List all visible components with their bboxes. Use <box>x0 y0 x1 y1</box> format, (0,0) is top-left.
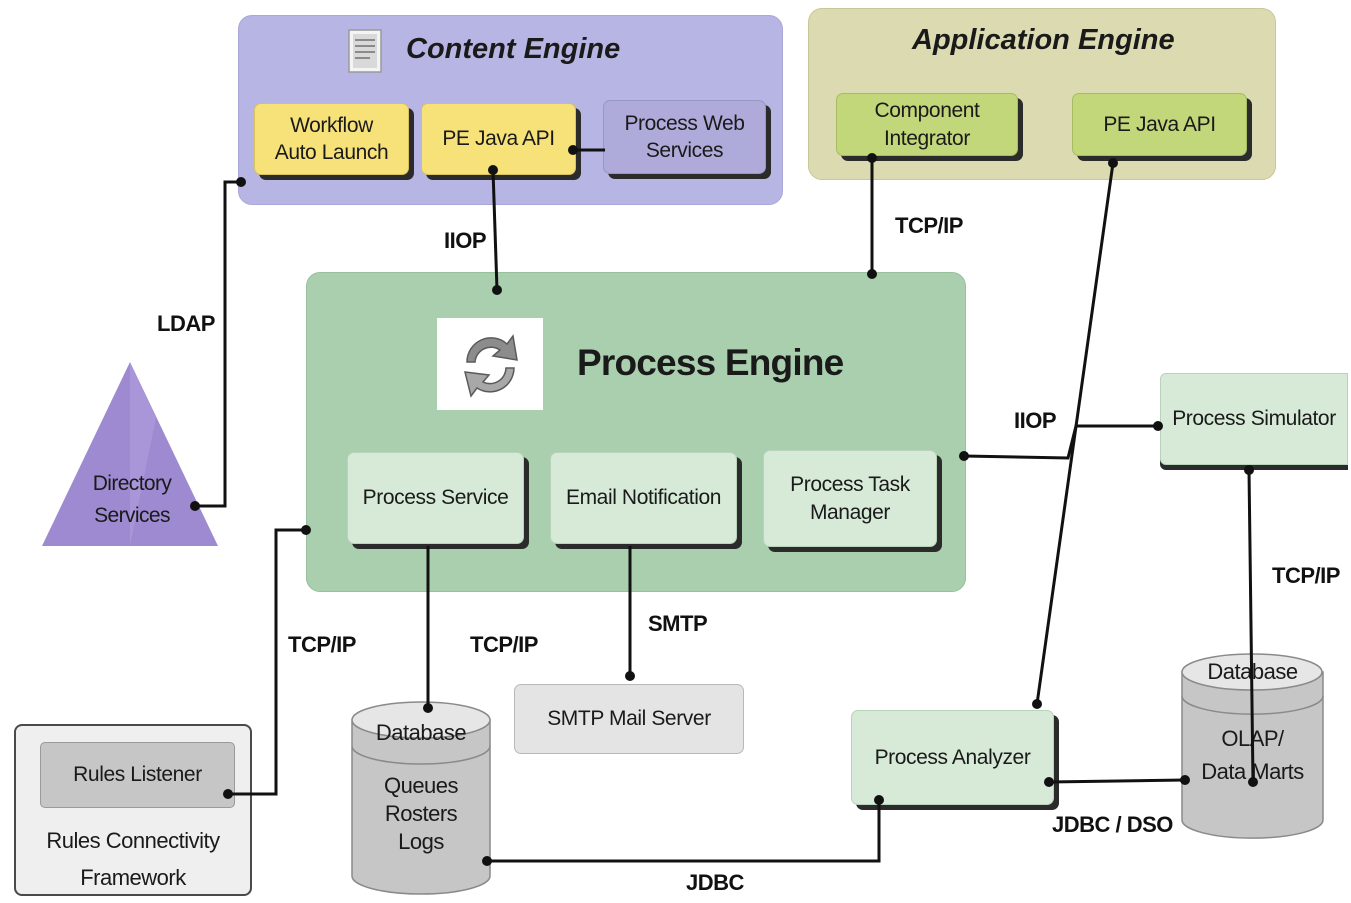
ae-pe-java-api-box: PE Java API <box>1072 93 1247 156</box>
directory-services-label: Directory Services <box>92 472 172 527</box>
process-task-manager-label: Process Task Manager <box>790 473 910 524</box>
connector-dot <box>1153 421 1163 431</box>
connector-dot <box>625 671 635 681</box>
component-integrator-label: Component Integrator <box>874 99 980 150</box>
connector-dot <box>1032 699 1042 709</box>
connector-dot <box>236 177 246 187</box>
connector-dot <box>423 703 433 713</box>
workflow-auto-launch-box: Workflow Auto Launch <box>254 103 409 175</box>
database-queues-cylinder <box>350 700 492 898</box>
jdbc-label: JDBC <box>686 870 744 895</box>
ce-pe-java-api-label: PE Java API <box>442 127 555 151</box>
connector-dot <box>1180 775 1190 785</box>
sim-iiop-wire <box>963 424 1158 460</box>
jdbc-dso-label: JDBC / DSO <box>1052 812 1173 837</box>
connector-dot <box>1108 158 1118 168</box>
connector-dot <box>482 856 492 866</box>
jdbc-dso-wire <box>1048 778 1186 784</box>
smtp-mail-server-label: SMTP Mail Server <box>547 707 711 731</box>
ldap-label: LDAP <box>157 311 215 336</box>
connector-dot <box>492 285 502 295</box>
connector-dot <box>867 153 877 163</box>
process-simulator-label: Process Simulator <box>1172 407 1336 431</box>
database-queues-body: Queues Rosters Logs <box>383 773 459 855</box>
ce-pe-java-api-box: PE Java API <box>421 103 576 175</box>
process-simulator-box: Process Simulator <box>1160 373 1348 465</box>
directory-services-triangle <box>38 358 222 550</box>
tcpip-sim-label: TCP/IP <box>1272 563 1340 588</box>
iiop-sim-label: IIOP <box>1014 408 1057 433</box>
tcpip-db-label: TCP/IP <box>470 632 538 657</box>
connector-dot <box>1044 777 1054 787</box>
connector-dot <box>301 525 311 535</box>
content-engine-title: Content Engine <box>406 33 621 65</box>
ldap-wire <box>195 180 241 508</box>
workflow-auto-launch-label: Workflow Auto Launch <box>274 113 389 164</box>
email-notification-box: Email Notification <box>550 452 737 544</box>
ae-pe-java-api-label: PE Java API <box>1103 112 1216 136</box>
rules-framework-label: Rules Connectivity Framework <box>46 828 220 891</box>
rules-listener-label: Rules Listener <box>73 763 202 787</box>
process-web-services-label: Process Web Services <box>624 111 745 162</box>
connector-dot <box>1244 465 1254 475</box>
process-service-box: Process Service <box>347 452 524 544</box>
application-engine-title: Application Engine <box>912 24 1175 56</box>
tcpip-ae-label: TCP/IP <box>895 213 963 238</box>
connector-dot <box>867 269 877 279</box>
connector-dot <box>874 795 884 805</box>
rules-tcpip-wire <box>228 528 306 796</box>
connector-dot <box>223 789 233 799</box>
document-icon <box>346 28 384 74</box>
database-queues-header: Database <box>375 720 467 745</box>
jdbc-wire <box>487 800 881 863</box>
process-task-manager-box: Process Task Manager <box>763 450 937 547</box>
connector-dot <box>959 451 969 461</box>
connector-dot <box>488 165 498 175</box>
process-engine-title: Process Engine <box>577 342 844 383</box>
smtp-label: SMTP <box>648 611 708 636</box>
connector-dot <box>568 145 578 155</box>
tcpip-rules-label: TCP/IP <box>288 632 356 657</box>
process-analyzer-box: Process Analyzer <box>851 710 1054 805</box>
smtp-mail-server-box: SMTP Mail Server <box>514 684 744 754</box>
database-olap-body: OLAP/ Data Marts <box>1201 726 1304 784</box>
rules-listener-box: Rules Listener <box>40 742 235 808</box>
component-integrator-box: Component Integrator <box>836 93 1018 156</box>
connector-dot <box>1248 777 1258 787</box>
connector-dot <box>190 501 200 511</box>
ce-iiop-wire <box>491 169 499 291</box>
process-web-services-box: Process Web Services <box>603 100 766 174</box>
sim-db-wire <box>1247 469 1255 783</box>
process-service-label: Process Service <box>362 486 509 510</box>
process-analyzer-label: Process Analyzer <box>874 745 1031 769</box>
email-notification-label: Email Notification <box>565 486 722 510</box>
iiop-ce-label: IIOP <box>444 228 487 253</box>
refresh-cycle-icon <box>437 318 543 410</box>
